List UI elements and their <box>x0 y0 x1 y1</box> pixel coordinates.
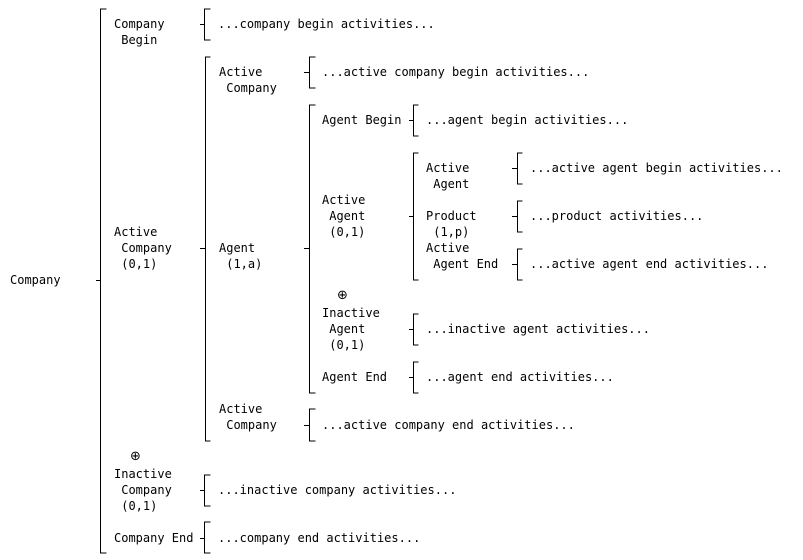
active-company-end-activities: ...active company end activities... <box>322 418 575 432</box>
company-label: Company <box>10 273 61 287</box>
active-agent-begin-bracket <box>517 152 523 185</box>
active-company-begin-activities: ...active company begin activities... <box>322 65 590 79</box>
active-agent-end-bracket <box>517 248 523 281</box>
inactive-agent-activities: ...inactive agent activities... <box>426 322 650 336</box>
inactive-company-activities: ...inactive company activities... <box>218 483 457 497</box>
active-agent-end-activities: ...active agent end activities... <box>530 257 769 271</box>
company-xor-symbol: ⊕ <box>130 449 141 464</box>
active-company-end-bracket <box>309 408 316 442</box>
inactive-agent-label: Inactive Agent (0,1) <box>322 306 380 352</box>
active-agent-bracket <box>413 152 419 281</box>
active-company-begin-bracket <box>309 56 316 89</box>
active-company-bracket <box>205 56 211 442</box>
company-end-bracket <box>204 521 211 554</box>
company-end-activities: ...company end activities... <box>218 531 421 545</box>
active-agent-label: Active Agent (0,1) <box>322 193 366 239</box>
active-agent-begin-activities: ...active agent begin activities... <box>530 161 783 175</box>
agent-label: Agent (1,a) <box>219 241 263 271</box>
inactive-company-bracket <box>204 474 211 507</box>
active-company-label: Active Company (0,1) <box>114 225 172 271</box>
product-label: Product (1,p) <box>426 209 477 239</box>
agent-xor-symbol: ⊕ <box>337 288 348 303</box>
company-begin-label: Company Begin <box>114 17 165 47</box>
company-begin-activities: ...company begin activities... <box>218 17 435 31</box>
active-agent-begin-label: Active Agent <box>426 161 470 191</box>
product-activities: ...product activities... <box>530 209 704 223</box>
agent-end-activities: ...agent end activities... <box>426 370 614 384</box>
inactive-company-label: Inactive Company (0,1) <box>114 467 172 513</box>
agent-begin-label: Agent Begin <box>322 113 402 127</box>
active-company-end-label: Active Company <box>219 402 277 432</box>
active-agent-end-label: Active Agent End <box>426 241 499 271</box>
company-begin-bracket <box>204 8 211 41</box>
agent-bracket <box>309 104 316 394</box>
company-end-label: Company End <box>114 531 194 545</box>
company-bracket <box>100 8 107 554</box>
agent-end-label: Agent End <box>322 370 388 384</box>
active-company-begin-label: Active Company <box>219 65 277 95</box>
inactive-agent-bracket <box>413 313 419 346</box>
agent-begin-activities: ...agent begin activities... <box>426 113 629 127</box>
agent-end-bracket <box>413 361 419 394</box>
product-bracket <box>517 200 523 233</box>
agent-begin-bracket <box>413 104 419 137</box>
